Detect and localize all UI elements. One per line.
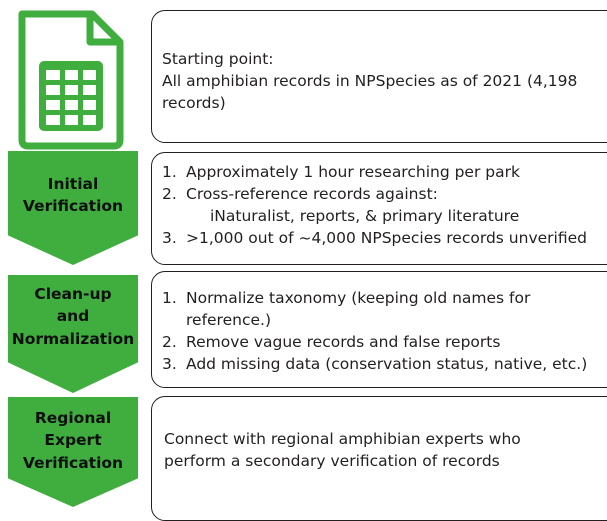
starting-point-text: Starting point: All amphibian records in… [162,48,577,114]
list-item: iNaturalist, reports, & primary literatu… [210,207,520,225]
initial-verification-list: 1.Approximately 1 hour researching per p… [162,161,587,249]
list-item: 1.Normalize taxonomy (keeping old names … [162,289,531,307]
chevron-label: Normalization [11,329,135,348]
list-item: 2.Remove vague records and false reports [162,333,501,351]
cleanup-normalization-box [151,271,607,388]
list-item: reference.) [186,311,271,329]
initial-verification-box [151,152,607,265]
chevron-label: Clean-up [34,285,112,303]
start-line: Starting point: [162,50,274,68]
chevron-label: Regional [34,409,112,427]
list-item: 1.Approximately 1 hour researching per p… [162,163,520,181]
chevron-label: Verification [22,453,124,472]
starting-point-box [151,10,607,143]
cleanup-normalization-chevron: Clean-up and Normalization [8,275,138,393]
chevron-label: Expert [44,431,102,450]
initial-verification-chevron: Initial Verification [8,151,138,265]
chevron-label: Initial [47,175,99,193]
list-item: 3.>1,000 out of ~4,000 NPSpecies records… [162,229,587,247]
list-item: perform a secondary verification of reco… [164,452,500,470]
chevron-label: Verification [22,197,124,216]
cleanup-normalization-list: 1.Normalize taxonomy (keeping old names … [162,287,587,375]
list-item: 2.Cross-reference records against: [162,185,438,203]
regional-expert-verification-chevron: Regional Expert Verification [8,397,138,507]
spreadsheet-file-icon [18,10,124,150]
regional-expert-verification-text: Connect with regional amphibian experts … [164,428,521,472]
list-item: Connect with regional amphibian experts … [164,430,521,448]
start-line: All amphibian records in NPSpecies as of… [162,72,578,90]
start-line: records) [162,94,226,112]
chevron-label: and [56,307,90,326]
list-item: 3.Add missing data (conservation status,… [162,355,588,373]
workflow-diagram: Starting point: All amphibian records in… [8,10,607,521]
